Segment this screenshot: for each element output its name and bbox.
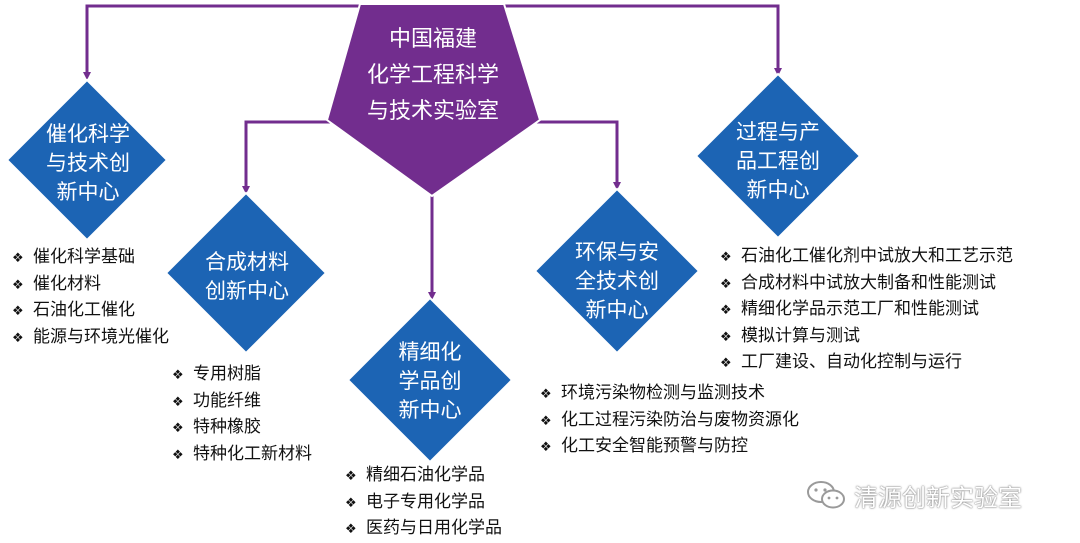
list-item-text: 专用树脂	[193, 364, 261, 384]
diamond-bullet-icon: ❖	[12, 251, 24, 266]
list-item: ❖ 医药与日用化学品	[345, 516, 502, 543]
list-item: ❖ 化工过程污染防治与废物资源化	[540, 408, 799, 435]
list-environment: ❖ 环境污染物检测与监测技术 ❖ 化工过程污染防治与废物资源化 ❖ 化工安全智能预警与防控	[540, 381, 799, 461]
diamond-bullet-icon: ❖	[345, 469, 357, 484]
list-item: ❖ 精细石油化学品	[345, 463, 502, 490]
list-item: ❖ 石油化工催化	[12, 298, 169, 325]
node-label-process: 过程与产 品工程创 新中心	[736, 120, 820, 202]
node-label-fine: 精细化 学品创 新中心	[398, 340, 462, 422]
diamond-bullet-icon: ❖	[540, 413, 552, 429]
list-item: ❖ 精细化学品示范工厂和性能测试	[720, 297, 1013, 324]
diamond-bullet-icon: ❖	[12, 304, 24, 320]
list-item-text: 医药与日用化学品	[366, 518, 502, 539]
wechat-icon	[807, 481, 845, 509]
diamond-process	[694, 72, 862, 240]
list-item-text: 精细化学品示范工厂和性能测试	[741, 299, 979, 320]
list-item: ❖ 环境污染物检测与监测技术	[540, 381, 799, 408]
list-item-text: 合成材料中试放大制备和性能测试	[741, 272, 996, 293]
list-item-text: 化工安全智能预警与防控	[561, 436, 748, 457]
diamond-fine	[346, 296, 514, 464]
list-catalysis: ❖ 催化科学基础 ❖ 催化材料 ❖ 石油化工催化 ❖ 能源与环境光催化	[12, 245, 169, 351]
diamond-bullet-icon: ❖	[720, 329, 732, 345]
list-synthesis: ❖ 专用树脂 ❖ 功能纤维 ❖ 特种橡胶 ❖ 特种化工新材料	[172, 362, 312, 468]
diamond-bullet-icon: ❖	[172, 447, 184, 463]
diamond-environment	[533, 187, 701, 355]
diamond-bullet-icon: ❖	[720, 303, 732, 319]
list-item-text: 精细石油化学品	[366, 465, 485, 485]
center-pentagon	[325, 3, 542, 198]
diamond-bullet-icon: ❖	[172, 421, 184, 437]
diamond-catalysis	[5, 78, 169, 242]
list-item: ❖ 模拟计算与测试	[720, 324, 1013, 351]
list-item: ❖ 特种橡胶	[172, 415, 312, 442]
diamond-bullet-icon: ❖	[540, 440, 552, 456]
list-item-text: 特种化工新材料	[193, 443, 312, 464]
node-label-environment: 环保与安 全技术创 新中心	[575, 240, 659, 322]
node-label-synthesis: 合成材料 创新中心	[205, 250, 289, 303]
diamond-bullet-icon: ❖	[345, 522, 357, 538]
list-item-text: 模拟计算与测试	[741, 325, 860, 346]
watermark-text: 清源创新实验室	[854, 483, 1022, 512]
list-item-text: 石油化工催化剂中试放大和工艺示范	[741, 246, 1013, 266]
list-process: ❖ 石油化工催化剂中试放大和工艺示范 ❖ 合成材料中试放大制备和性能测试 ❖ 精细化学品示…	[720, 244, 1013, 377]
diamond-bullet-icon: ❖	[172, 394, 184, 410]
list-item: ❖ 特种化工新材料	[172, 442, 312, 469]
list-item-text: 石油化工催化	[33, 300, 135, 321]
diamond-bullet-icon: ❖	[720, 356, 732, 372]
list-item-text: 催化材料	[33, 273, 101, 294]
list-item: ❖ 专用树脂	[172, 362, 312, 389]
diamond-bullet-icon: ❖	[172, 368, 184, 383]
list-item-text: 工厂建设、自动化控制与运行	[741, 352, 962, 373]
list-item: ❖ 合成材料中试放大制备和性能测试	[720, 271, 1013, 298]
watermark: 清源创新实验室	[806, 478, 1022, 512]
list-item-text: 能源与环境光催化	[33, 326, 169, 347]
list-fine: ❖ 精细石油化学品 ❖ 电子专用化学品 ❖ 医药与日用化学品	[345, 463, 502, 543]
connector-synthesis	[242, 120, 343, 194]
connector-catalysis	[83, 4, 360, 80]
diamond-bullet-icon: ❖	[720, 276, 732, 292]
list-item: ❖ 功能纤维	[172, 389, 312, 416]
list-item-text: 电子专用化学品	[366, 491, 485, 512]
diamond-bullet-icon: ❖	[720, 250, 732, 265]
diamond-synthesis	[164, 191, 328, 355]
list-item: ❖ 石油化工催化剂中试放大和工艺示范	[720, 244, 1013, 271]
diamond-bullet-icon: ❖	[540, 387, 552, 402]
node-label-catalysis: 催化科学 与技术创 新中心	[46, 122, 130, 204]
list-item: ❖ 能源与环境光催化	[12, 325, 169, 352]
connector-process	[504, 4, 782, 76]
list-item: ❖ 化工安全智能预警与防控	[540, 434, 799, 461]
list-item: ❖ 催化材料	[12, 272, 169, 299]
center-lab-label: 中国福建 化学工程科学 与技术实验室	[366, 27, 499, 124]
diamond-bullet-icon: ❖	[12, 277, 24, 293]
diamond-bullet-icon: ❖	[12, 330, 24, 346]
list-item-text: 功能纤维	[193, 390, 261, 411]
list-item: ❖ 电子专用化学品	[345, 490, 502, 517]
list-item-text: 环境污染物检测与监测技术	[561, 383, 765, 403]
connector-environment	[526, 120, 621, 190]
connectors	[83, 4, 782, 300]
list-item-text: 化工过程污染防治与废物资源化	[561, 409, 799, 430]
diamond-bullet-icon: ❖	[345, 495, 357, 511]
list-item: ❖ 工厂建设、自动化控制与运行	[720, 350, 1013, 377]
list-item-text: 催化科学基础	[33, 247, 135, 267]
node-shapes	[5, 3, 862, 464]
list-item-text: 特种橡胶	[193, 417, 261, 438]
list-item: ❖ 催化科学基础	[12, 245, 169, 272]
